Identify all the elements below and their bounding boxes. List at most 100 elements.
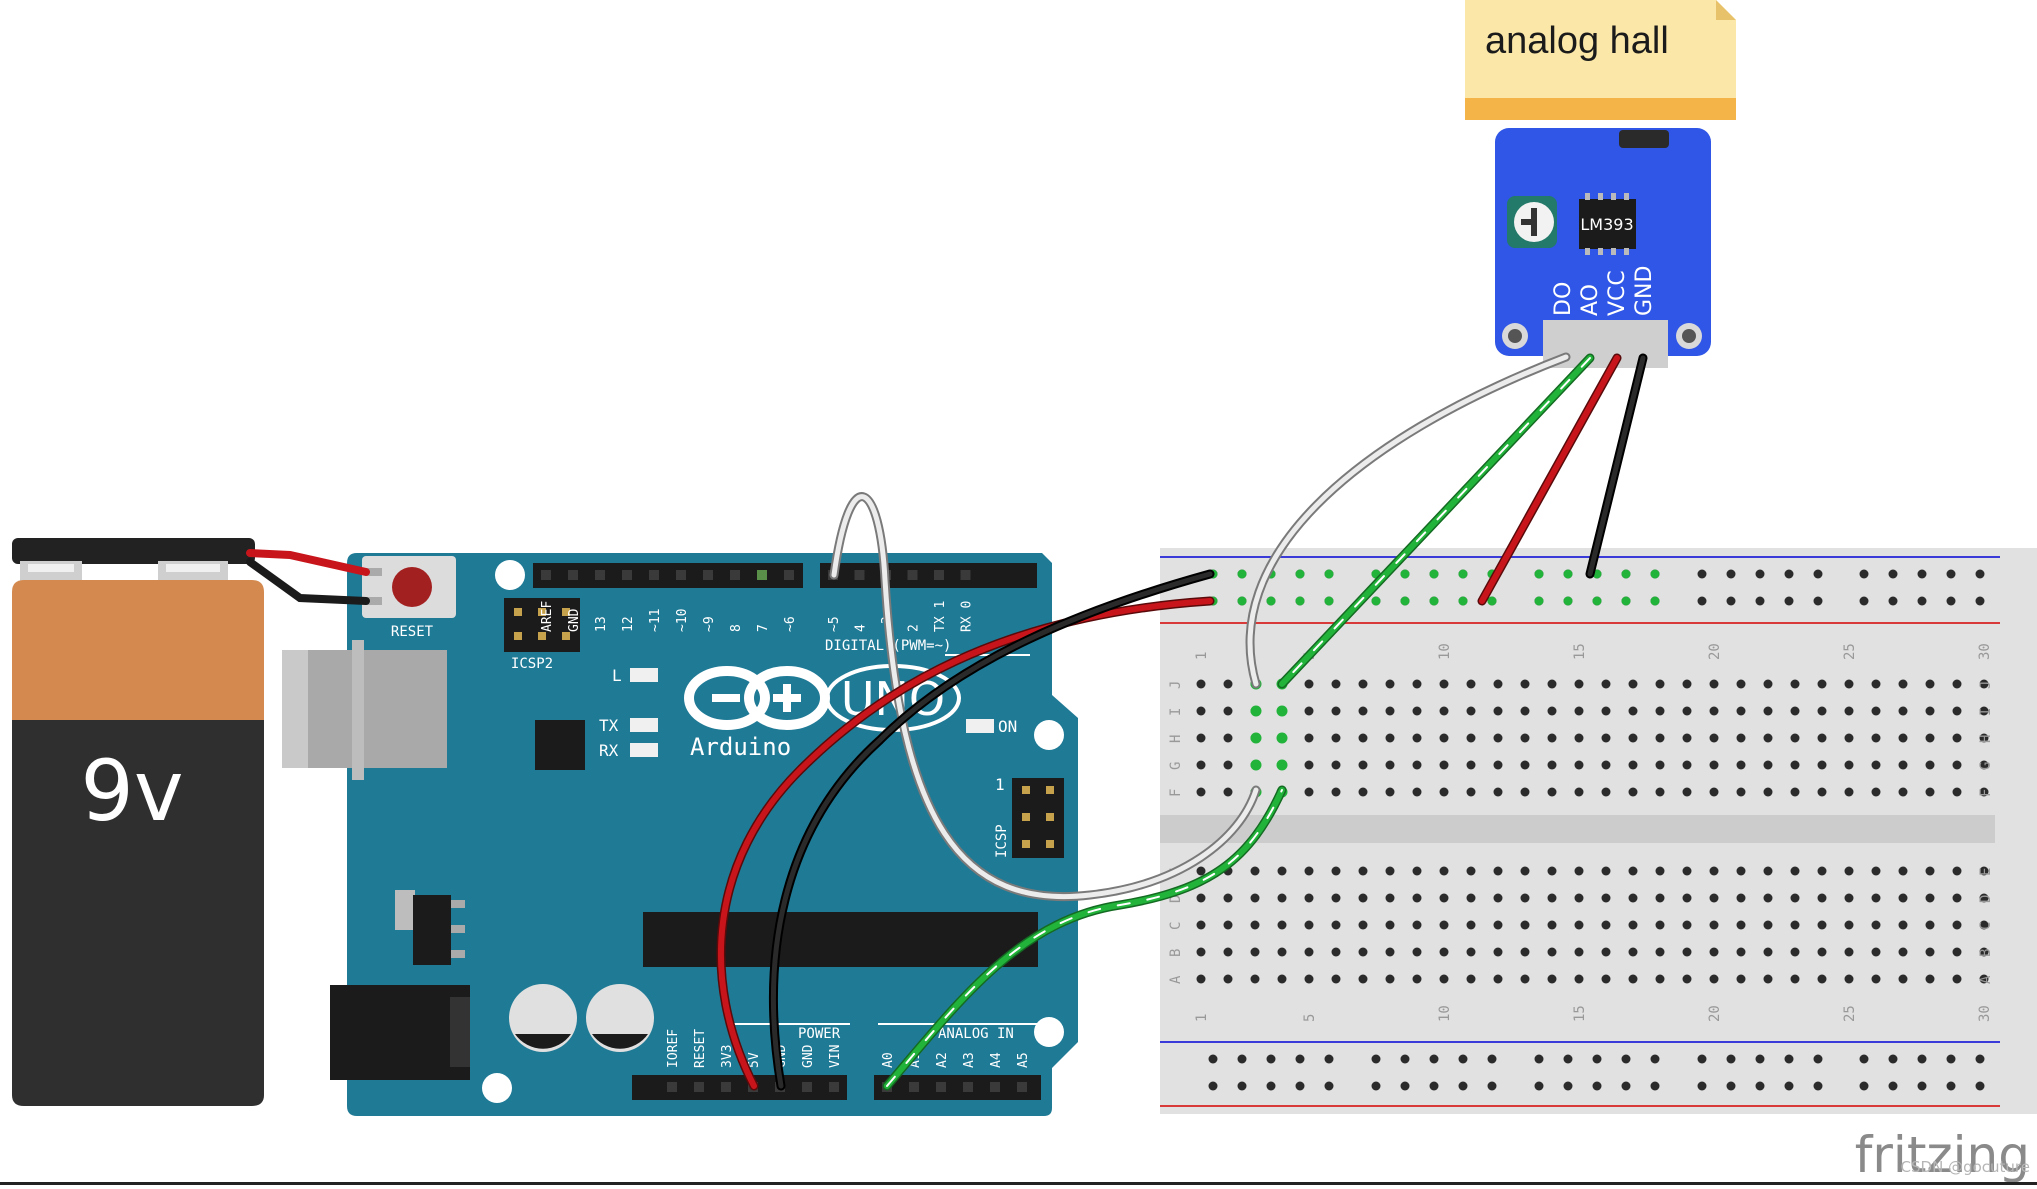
digital-pin-label: ~11 [648,609,663,632]
digital-pin-label: GND [567,608,582,632]
digital-pin-label: ~6 [783,616,798,632]
rail-hole [1975,1081,1985,1091]
breadboard-hole [1331,866,1341,876]
battery-label: 9v [80,742,183,840]
breadboard-hole [1250,947,1260,957]
rail-hole [1592,1081,1602,1091]
rail-hole [1563,1081,1573,1091]
breadboard-hole [1304,733,1314,743]
breadboard-hole [1898,733,1908,743]
breadboard-hole [1979,679,1989,689]
breadboard-hole [1682,760,1692,770]
led-rx [630,743,658,757]
digital-pin-label: AREF [540,601,555,632]
column-number-bottom: 10 [1437,1005,1453,1022]
breadboard-hole [1358,974,1368,984]
breadboard-hole [1601,733,1611,743]
power-pin-label: VIN [828,1045,843,1068]
breadboard-hole [1736,787,1746,797]
row-letter: J [1978,681,1994,689]
breadboard-hole [1331,920,1341,930]
breadboard-hole [1790,787,1800,797]
breadboard-hole [1277,947,1287,957]
header-pin [802,1082,812,1092]
rail-hole [1784,596,1794,606]
breadboard-hole [1277,920,1287,930]
breadboard-hole [1628,787,1638,797]
rail-hole [1784,1081,1794,1091]
breadboard-hole [1304,706,1314,716]
breadboard-hole [1223,974,1233,984]
rail-hole [1726,596,1736,606]
breadboard-hole [1898,974,1908,984]
rail-hole [1534,1054,1544,1064]
breadboard-hole [1223,760,1233,770]
breadboard-hole [1412,706,1422,716]
header-pin [568,570,578,580]
power-header [632,1075,847,1100]
breadboard-hole [1763,920,1773,930]
breadboard-hole [1844,706,1854,716]
breadboard-hole [1412,974,1422,984]
breadboard-hole [1898,760,1908,770]
breadboard-hole [1763,947,1773,957]
rail-hole [1946,569,1956,579]
wire-black-gnd [769,569,1215,1091]
rail-hole [1534,1081,1544,1091]
breadboard-hole [1763,679,1773,689]
breadboard-hole [1682,866,1692,876]
breadboard-hole [1439,787,1449,797]
rail-hole [1975,596,1985,606]
breadboard-hole [1736,733,1746,743]
pin-label-do: DO [1551,282,1576,316]
header-pin [1017,1082,1027,1092]
breadboard-hole [1979,787,1989,797]
icsp-pin1-label: 1 [995,775,1005,794]
breadboard-hole [1493,679,1503,689]
header-pin [990,1082,1000,1092]
breadboard-hole [1412,787,1422,797]
breadboard-hole [1493,787,1503,797]
connected-rail-hole [1650,569,1660,579]
connected-rail-hole [1295,596,1305,606]
breadboard-hole [1493,733,1503,743]
breadboard-hole [1574,679,1584,689]
breadboard-hole [1979,920,1989,930]
reset-button: RESET [362,556,456,640]
breadboard-hole [1547,974,1557,984]
header-pin [829,1082,839,1092]
breadboard-hole [1196,920,1206,930]
wire-red-vcc [1477,353,1622,606]
breadboard-hole [1466,893,1476,903]
breadboard-hole [1736,760,1746,770]
breadboard-hole [1466,920,1476,930]
rail-hole [1487,1054,1497,1064]
breadboard-hole [1358,787,1368,797]
breadboard-hole [1223,733,1233,743]
breadboard-hole [1682,706,1692,716]
rail-hole [1859,1081,1869,1091]
breadboard-hole [1547,947,1557,957]
header-pin [907,570,918,580]
breadboard-hole [1682,893,1692,903]
breadboard-hole [1628,866,1638,876]
breadboard-hole [1925,733,1935,743]
breadboard-hole [1979,706,1989,716]
breadboard-hole [1844,974,1854,984]
breadboard-hole [1412,760,1422,770]
breadboard-hole [1655,920,1665,930]
breadboard-hole [1763,866,1773,876]
row-letter: B [1168,949,1184,957]
rail-hole [1813,1081,1823,1091]
breadboard-hole [1547,733,1557,743]
breadboard-hole [1898,920,1908,930]
rail-hole [1888,1054,1898,1064]
rail-hole [1371,1081,1381,1091]
breadboard-hole [1331,893,1341,903]
breadboard-hole [1871,706,1881,716]
breadboard-hole [1736,706,1746,716]
digital-pin-label: 13 [594,616,609,632]
breadboard-hole [1331,733,1341,743]
column-number-bottom: 20 [1707,1005,1723,1022]
digital-header-right [820,563,1037,588]
